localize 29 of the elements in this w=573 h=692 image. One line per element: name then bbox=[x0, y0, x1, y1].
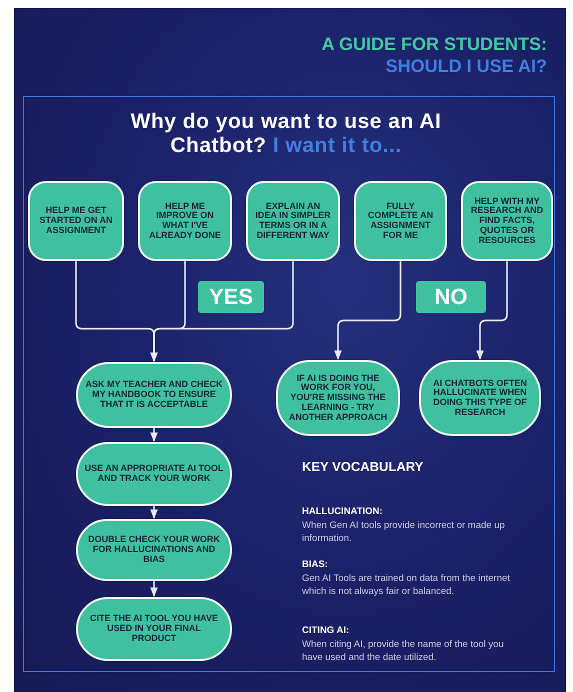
arrow bbox=[476, 261, 508, 360]
step-pill: IF AI IS DOING THE WORK FOR YOU, YOU'RE MISSING THE LEARNING - TRY ANOTHER APPROACH bbox=[276, 360, 400, 436]
option-box: HELP ME GET STARTED ON AN ASSIGNMENT bbox=[28, 181, 124, 261]
arrow bbox=[150, 428, 158, 442]
answer-badge: NO bbox=[416, 281, 486, 313]
step-pill: ASK MY TEACHER AND CHECK MY HANDBOOK TO ENSURE THAT IT IS ACCEPTABLE bbox=[76, 362, 232, 428]
option-box: HELP WITH MY RESEARCH AND FIND FACTS, QUOTES OR RESOURCES bbox=[461, 181, 553, 261]
subtitle: SHOULD I USE AI? bbox=[386, 56, 547, 77]
definition: When Gen AI tools provide incorrect or made up information. bbox=[302, 519, 506, 546]
option-box: HELP ME IMPROVE ON WHAT I'VE ALREADY DONE bbox=[138, 181, 232, 261]
term: HALLUCINATION: bbox=[302, 506, 383, 517]
step-pill: DOUBLE CHECK YOUR WORK FOR HALLUCINATIONS AND BIAS bbox=[76, 519, 232, 581]
option-box: FULLY COMPLETE AN ASSIGNMENT FOR ME bbox=[354, 181, 447, 261]
question-heading: Why do you want to use an AI Chatbot? I want it to... bbox=[130, 110, 442, 158]
definition: When citing AI, provide the name of the tool you have used and the date utilized. bbox=[302, 638, 505, 665]
arrow bbox=[334, 261, 402, 360]
arrow bbox=[150, 261, 294, 362]
definition: Gen AI Tools are trained on data from the internet which is not always fair or balanced. bbox=[302, 572, 511, 599]
option-box: EXPLAIN AN IDEA IN SIMPLER TERMS OR IN A DIFFERENT WAY bbox=[246, 181, 340, 261]
arrow bbox=[150, 581, 158, 597]
step-pill: CITE THE AI TOOL YOU HAVE USED IN YOUR FINAL PRODUCT bbox=[76, 597, 232, 661]
title: A GUIDE FOR STUDENTS: bbox=[322, 34, 547, 55]
step-pill: USE AN APPROPRIATE AI TOOL AND TRACK YOUR WORK bbox=[76, 442, 232, 506]
term: BIAS: bbox=[302, 559, 328, 570]
arrow bbox=[150, 506, 158, 519]
answer-badge: YES bbox=[198, 281, 264, 313]
step-pill: AI CHATBOTS OFTEN HALLUCINATE WHEN DOING THIS TYPE OF RESEARCH bbox=[419, 360, 541, 436]
term: CITING AI: bbox=[302, 625, 350, 636]
section-heading: KEY VOCABULARY bbox=[302, 459, 424, 474]
